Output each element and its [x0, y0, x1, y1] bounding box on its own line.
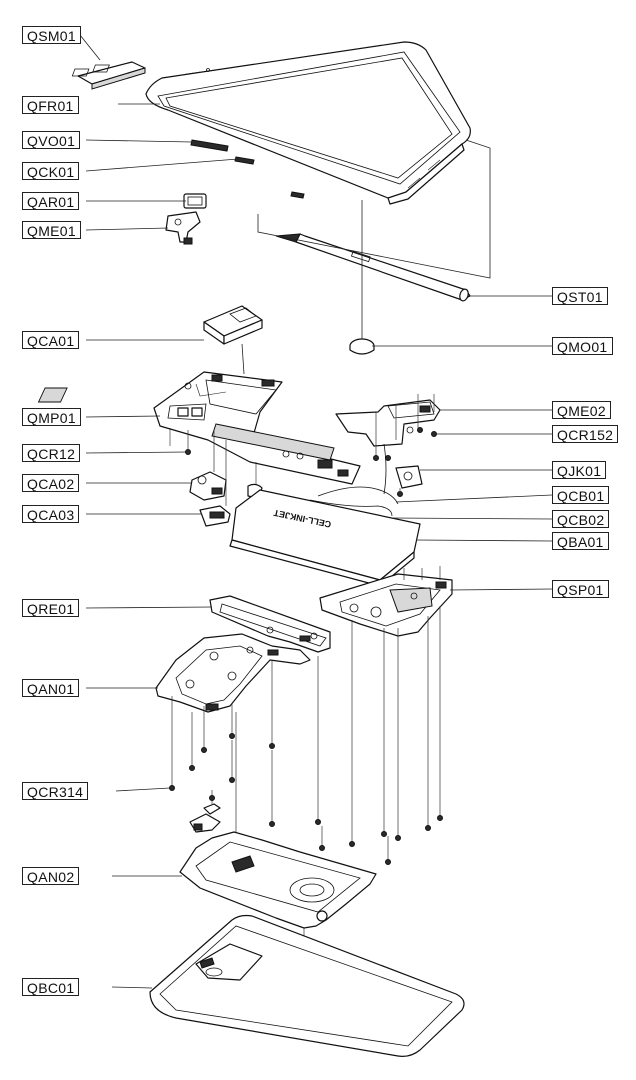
- sub-flex-qme02: [335, 394, 441, 461]
- fingerprint-flex: [189, 790, 221, 833]
- label-qvo01: QVO01: [22, 131, 81, 149]
- label-qan02: QAN02: [22, 867, 80, 885]
- label-qcr152: QCR152: [552, 425, 619, 443]
- label-qsm01: QSM01: [22, 26, 81, 44]
- label-qan01: QAN01: [22, 679, 80, 697]
- label-qme02: QME02: [552, 401, 611, 419]
- side-key-flex: [165, 211, 201, 245]
- audio-jack: [395, 465, 423, 497]
- left-leader-lines: [79, 34, 239, 989]
- label-qst01: QST01: [552, 287, 608, 305]
- sim-tray: [71, 61, 146, 90]
- label-qre01: QRE01: [22, 599, 80, 617]
- label-qar01: QAR01: [22, 192, 80, 210]
- label-qca03: QCA03: [22, 505, 80, 523]
- label-qfr01: QFR01: [22, 96, 79, 114]
- vibration-motor: [349, 200, 375, 355]
- label-qcr314: QCR314: [22, 782, 89, 800]
- battery: CELL-INKJET: [229, 489, 421, 587]
- label-qck01: QCK01: [22, 162, 80, 180]
- label-qbc01: QBC01: [22, 978, 80, 996]
- loudspeaker-module: [319, 566, 453, 637]
- antenna-frame: [155, 633, 311, 713]
- label-qsp01: QSP01: [552, 580, 609, 598]
- label-qmp01: QMP01: [22, 408, 81, 426]
- right-leader-lines: [372, 295, 553, 591]
- volume-key: [190, 139, 229, 152]
- back-cover: [149, 914, 465, 1057]
- label-qmo01: QMO01: [552, 337, 613, 355]
- rear-camera: [189, 430, 227, 501]
- label-qca01: QCA01: [22, 331, 80, 349]
- front-camera: [203, 305, 263, 375]
- label-qcb01: QCB01: [552, 486, 610, 504]
- power-key: [234, 156, 305, 199]
- label-qjk01: QJK01: [552, 461, 607, 479]
- label-qme01: QME01: [22, 221, 81, 239]
- label-qca02: QCA02: [22, 474, 80, 492]
- main-pcb: [37, 371, 361, 485]
- nfc-wireless-charging-coil: [179, 831, 377, 986]
- rear-bracket: [209, 595, 331, 653]
- front-display-assembly: [145, 41, 471, 205]
- receiver: [183, 193, 207, 209]
- coax-cables: [309, 443, 399, 517]
- label-qba01: QBA01: [552, 532, 609, 550]
- label-qcb02: QCB02: [552, 510, 610, 528]
- label-qcr12: QCR12: [22, 444, 81, 462]
- screws-qcr314: [169, 606, 443, 880]
